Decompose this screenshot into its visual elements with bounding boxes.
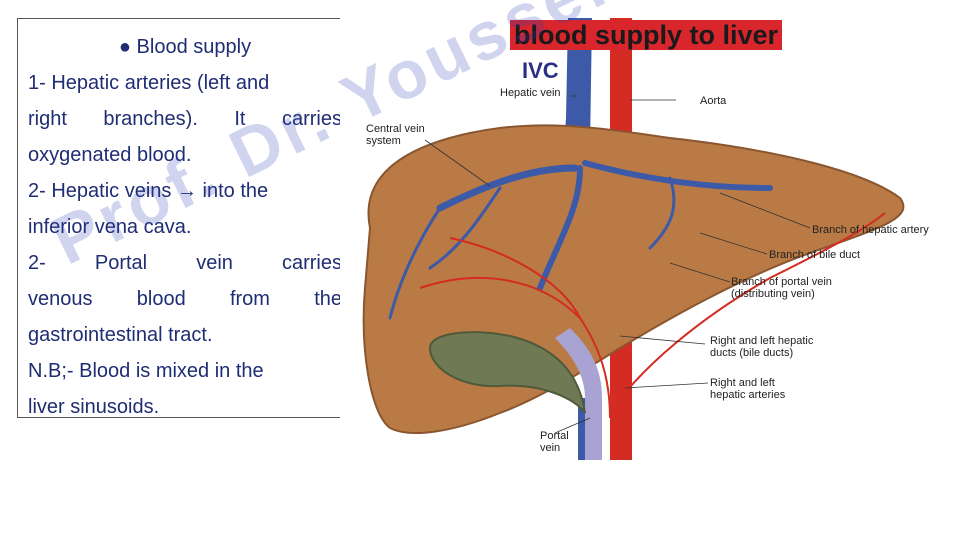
label-branch-portal-vein-1: Branch of portal vein (731, 276, 832, 288)
label-aorta: Aorta (700, 95, 727, 107)
liver-blood-supply-illustration (340, 18, 960, 460)
heading-blood-supply: ● Blood supply (118, 36, 252, 58)
text-line-8: gastrointestinal tract. (28, 324, 213, 346)
word: carries (281, 108, 342, 130)
label-portal-vein-2: vein (540, 442, 561, 454)
word: vein (196, 252, 233, 274)
label-branch-bile-duct: Branch of bile duct (769, 249, 861, 261)
label-leader-lines (424, 95, 811, 434)
label-rl-ducts-1: Right and left hepatic (710, 335, 814, 347)
text-line-9: N.B;- Blood is mixed in the (28, 360, 264, 382)
blood-supply-textbox: ● Blood supply 1- Hepatic arteries (left… (17, 18, 353, 418)
word: the (314, 288, 342, 310)
word: carries (281, 252, 342, 274)
word: venous (28, 288, 93, 310)
word: blood (136, 288, 186, 310)
hepatic-vein-branches (388, 160, 773, 320)
text-line-10: liver sinusoids. (28, 396, 160, 418)
word: branches). (103, 108, 198, 130)
text-line-3: oxygenated blood. (28, 144, 192, 166)
label-rl-arteries-1: Right and left (710, 377, 775, 389)
label-hepatic-vein: Hepatic vein (500, 87, 561, 99)
gallbladder (428, 331, 586, 414)
hepatic-artery-branches (419, 212, 886, 419)
ivc-label: IVC (522, 58, 559, 83)
figure-title-banner: blood supply to liver (510, 20, 782, 50)
text-line-6: 2- Portal vein carries (28, 245, 342, 281)
label-central-vein-2: system (366, 135, 401, 147)
text-line-5: inferior vena cava. (28, 216, 192, 238)
word: from (229, 288, 270, 310)
word: right (28, 108, 67, 130)
word: 2- (28, 252, 46, 274)
word: Portal (94, 252, 148, 274)
text-line-7: venous blood from the (28, 281, 342, 317)
text-line-4: 2- Hepatic veins → into the (28, 180, 269, 202)
label-rl-ducts-2: ducts (bile ducts) (710, 347, 794, 359)
label-portal-vein-1: Portal (540, 430, 569, 442)
label-central-vein-1: Central vein (366, 123, 425, 135)
label-rl-arteries-2: hepatic arteries (710, 389, 786, 401)
portal-vein (555, 328, 602, 460)
label-branch-hepatic-artery: Branch of hepatic artery (812, 224, 929, 236)
label-branch-portal-vein-2: (distributing vein) (731, 288, 815, 300)
word: It (234, 108, 246, 130)
text-line-2: right branches). It carries (28, 101, 342, 137)
text-line-1: 1- Hepatic arteries (left and (28, 72, 270, 94)
